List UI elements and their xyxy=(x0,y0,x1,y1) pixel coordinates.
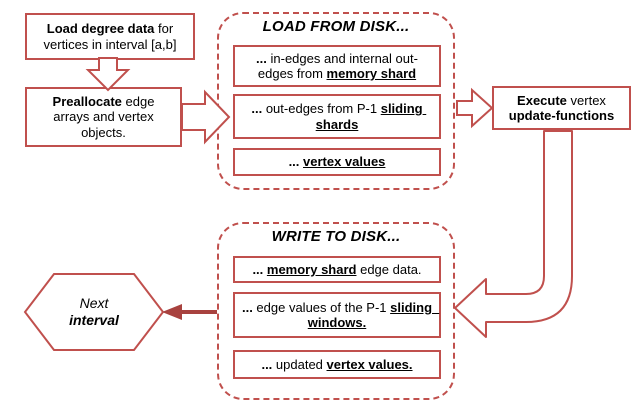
execute-line2-bold: update-functions xyxy=(508,108,615,123)
load-item-vertex-values-text: ... vertex values xyxy=(288,154,386,170)
arrow-load-degree-to-preallocate xyxy=(85,57,131,92)
execute-line1-bold: Execute xyxy=(517,92,567,108)
preallocate-line1-bold: Preallocate xyxy=(52,94,122,109)
load-from-disk-title: LOAD FROM DISK... xyxy=(262,18,410,35)
arrow-execute-to-write-group xyxy=(454,130,573,338)
next-interval-hexagon[interactable]: Next interval xyxy=(24,273,164,351)
write-item-sliding-windows[interactable]: ... edge values of the P-1 sliding windo… xyxy=(233,292,441,338)
write-item-vertex-values[interactable]: ... updated vertex values. xyxy=(233,350,441,379)
preallocate-box[interactable]: Preallocate edge arrays and vertex objec… xyxy=(25,87,182,147)
preallocate-text: Preallocate edge arrays and vertex objec… xyxy=(47,94,161,140)
preallocate-line3: objects. xyxy=(81,124,126,140)
load-item-sliding-shards[interactable]: ... out-edges from P-1 sliding shards xyxy=(233,94,441,139)
load-degree-line1-bold: Load degree data xyxy=(46,21,155,37)
preallocate-line1-rest: edge xyxy=(121,94,155,109)
load-degree-line1-rest: for xyxy=(154,21,174,37)
load-degree-line2: vertices in interval [a,b] xyxy=(43,36,177,52)
write-item-memory-shard[interactable]: ... memory shard edge data. xyxy=(233,256,441,283)
execute-box[interactable]: Execute vertex update-functions xyxy=(492,86,631,130)
load-item-vertex-values[interactable]: ... vertex values xyxy=(233,148,441,176)
execute-line1-rest: vertex xyxy=(566,92,606,108)
arrow-load-group-to-execute xyxy=(456,87,494,129)
load-item-memory-shard[interactable]: ... in-edges and internal out-edges from… xyxy=(233,45,441,87)
arrow-write-group-to-next-interval xyxy=(162,304,217,320)
load-item-sliding-shards-text: ... out-edges from P-1 sliding shards xyxy=(251,101,427,132)
write-item-memory-shard-text: ... memory shard edge data. xyxy=(252,261,422,277)
next-interval-line1: Next xyxy=(79,295,109,312)
preallocate-line2: arrays and vertex xyxy=(53,109,154,125)
write-item-sliding-windows-text: ... edge values of the P-1 sliding windo… xyxy=(241,299,440,330)
load-degree-data-text: Load degree data for vertices in interva… xyxy=(38,21,183,52)
next-interval-line2: interval xyxy=(69,312,119,328)
write-item-vertex-values-text: ... updated vertex values. xyxy=(261,356,413,372)
load-degree-data-box[interactable]: Load degree data for vertices in interva… xyxy=(25,13,195,60)
next-interval-label: Next interval xyxy=(69,295,119,329)
execute-text: Execute vertex update-functions xyxy=(503,93,620,124)
load-item-memory-shard-text: ... in-edges and internal out-edges from… xyxy=(256,50,418,81)
write-to-disk-title: WRITE TO DISK... xyxy=(271,228,401,245)
